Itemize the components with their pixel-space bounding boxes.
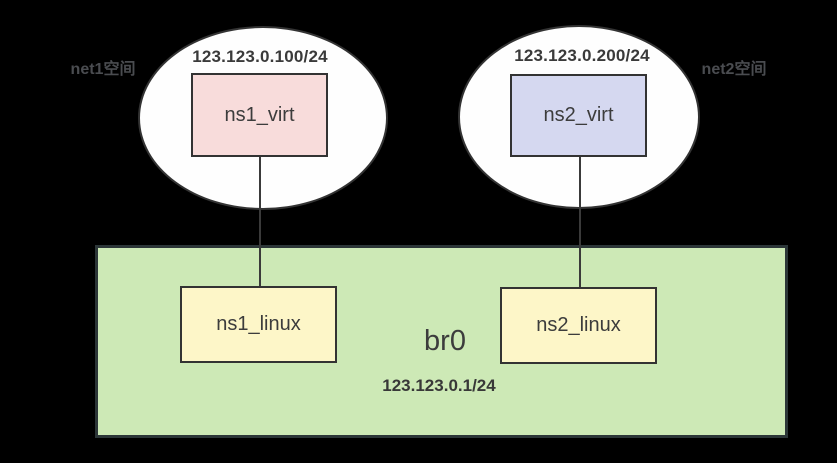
veth-label-ns1-linux: ns1_linux	[216, 313, 301, 335]
connector-line-ns1	[259, 157, 261, 287]
veth-label-ns2-linux: ns2_linux	[536, 314, 621, 336]
veth-box-ns2-virt: ns2_virt	[510, 74, 647, 157]
ip-label-net1: 123.123.0.100/24	[192, 47, 328, 66]
ip-label-net2: 123.123.0.200/24	[514, 46, 650, 65]
veth-label-ns1-virt: ns1_virt	[224, 103, 295, 126]
connector-line-ns2	[579, 157, 581, 288]
bridge-ip-label: 123.123.0.1/24	[382, 376, 496, 395]
bridge-name-label: br0	[424, 325, 466, 357]
veth-box-ns1-virt: ns1_virt	[191, 73, 328, 157]
veth-box-ns1-linux: ns1_linux	[180, 286, 337, 363]
namespace-label-net1: net1空间	[70, 61, 136, 78]
veth-box-ns2-linux: ns2_linux	[500, 287, 657, 364]
namespace-label-net2: net2空间	[701, 61, 767, 78]
veth-label-ns2-virt: ns2_virt	[543, 104, 614, 126]
